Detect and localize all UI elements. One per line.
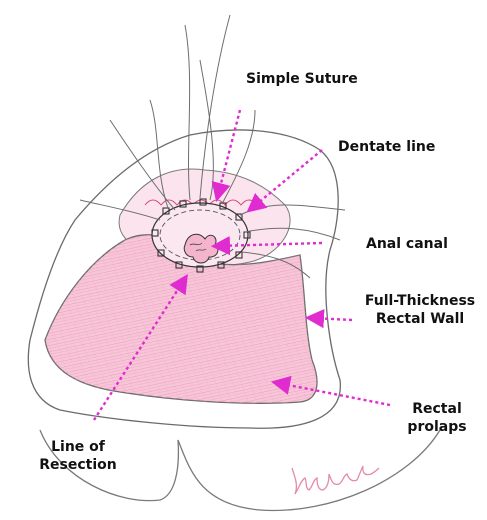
- label-anal-canal: Anal canal: [366, 235, 448, 253]
- label-line-of-resection: Line of Resection: [30, 438, 126, 474]
- label-dentate-line: Dentate line: [338, 138, 435, 156]
- label-full-thickness-line1: Full-Thickness: [354, 292, 486, 310]
- label-rectal-prolaps-line1: Rectal: [392, 400, 482, 418]
- label-rectal-prolaps-line2: prolaps: [392, 418, 482, 436]
- label-line-of-resection-line1: Line of: [30, 438, 126, 456]
- label-full-thickness-rectal-wall: Full-Thickness Rectal Wall: [354, 292, 486, 328]
- label-full-thickness-line2: Rectal Wall: [354, 310, 486, 328]
- label-rectal-prolaps: Rectal prolaps: [392, 400, 482, 436]
- arrow-full-thickness: [312, 318, 352, 320]
- label-line-of-resection-line2: Resection: [30, 456, 126, 474]
- label-simple-suture: Simple Suture: [246, 70, 358, 88]
